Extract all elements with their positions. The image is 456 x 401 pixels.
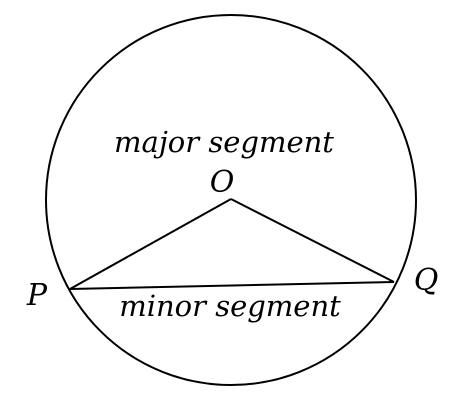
minor-segment-label: minor segment — [119, 289, 341, 323]
center-label-o: O — [210, 165, 235, 200]
radius-op — [69, 198, 232, 290]
circle-outline — [45, 14, 417, 386]
point-label-p: P — [26, 278, 48, 313]
chord-pq — [69, 281, 395, 290]
major-segment-label: major segment — [114, 125, 334, 159]
radius-oq — [230, 198, 395, 283]
point-label-q: Q — [414, 263, 439, 298]
